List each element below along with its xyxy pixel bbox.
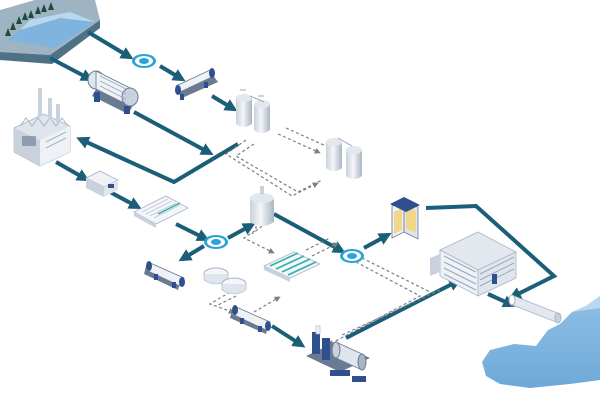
cartridge-filter [390,197,420,240]
sedimentation-basin [133,195,189,228]
pipe-plant-to-control [55,160,90,182]
pipe-lake-to-exchanger [49,56,94,81]
pipe-pump-to-clarifier [178,244,206,262]
storage-tank [250,186,274,226]
reverse-osmosis-rack [430,231,517,297]
source-lake [0,0,100,64]
pipe-filter-to-tanks [210,94,238,112]
pipe-control-to-basin [109,190,142,210]
pipe-to-outfall [487,292,516,308]
pipe-polish-to-skid [270,324,306,348]
tree-icon [5,2,54,36]
industrial-plant [13,88,71,167]
heat-exchanger [87,70,139,114]
pipe-cartridge-to-ro [425,203,558,299]
pipe-return-line [76,136,240,185]
outfall-pipe [508,294,562,324]
pipe-tank-to-pump2 [273,212,346,254]
transfer-pump-2 [340,249,364,263]
round-basins [203,267,247,295]
control-unit [85,170,119,197]
transfer-pump-1 [204,235,228,249]
main-pipes [49,30,558,348]
pipe-pump2-to-cartridge [363,232,392,250]
twin-tanks-1 [236,89,270,133]
twin-tanks-2 [326,137,362,179]
screen-filter [175,68,218,100]
pipe-basin-to-pump [175,222,210,241]
pipe-pump-to-filter [158,64,186,82]
clarifier-filter [144,261,185,290]
pipe-pump-to-tank [227,222,256,240]
receiving-sea [482,296,600,388]
dosing-skid [306,325,370,382]
membrane-unit [263,251,321,282]
intake-pump [132,54,156,68]
dashed-lines [208,127,441,346]
pipe-exchanger-to-return [133,110,214,156]
pipe-lake-to-pump [86,30,134,60]
polishing-filter [230,305,271,334]
